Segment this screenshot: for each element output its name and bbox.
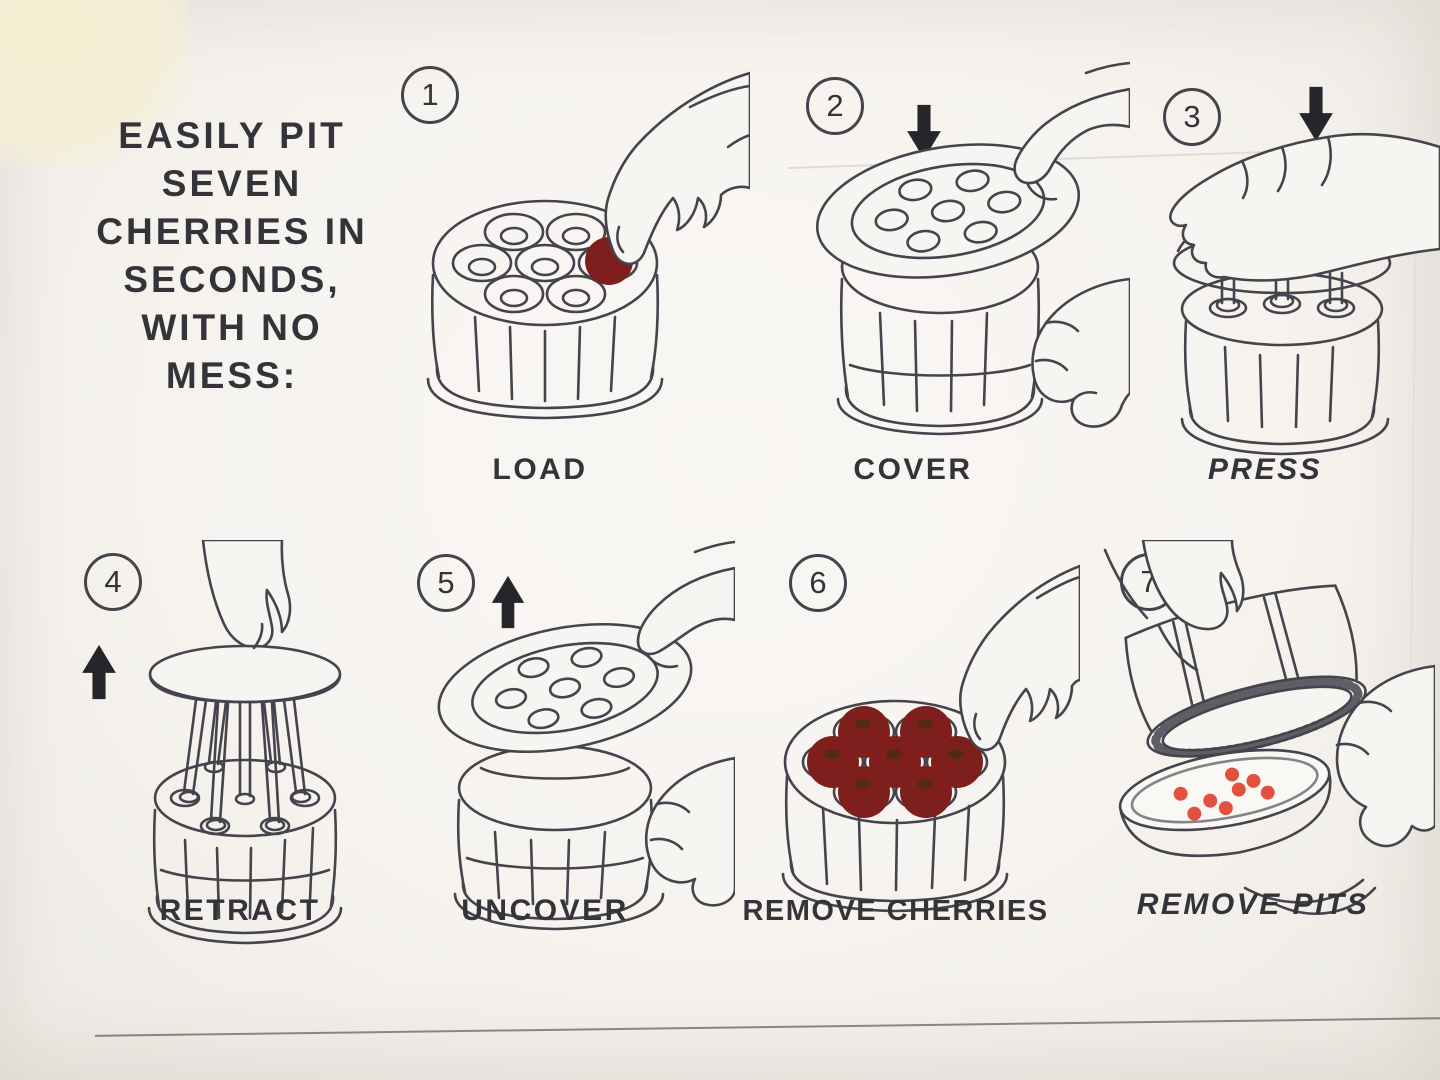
step-number: 2: [826, 88, 844, 123]
step-4: 4: [55, 540, 395, 950]
remove-cherries-illustration: [781, 564, 1080, 913]
down-arrow-icon: [1299, 86, 1333, 142]
step-caption: REMOVE PITS: [1136, 888, 1370, 921]
tagline-line: CHERRIES IN: [96, 211, 368, 252]
step-number-badge: 4: [84, 553, 142, 611]
tagline: EASILY PIT SEVEN CHERRIES IN SECONDS, WI…: [58, 112, 406, 400]
down-arrow-icon: [907, 104, 941, 160]
remove-pits-illustration: [1103, 540, 1435, 916]
hand-graphic: [1141, 540, 1245, 631]
step-caption: LOAD: [492, 453, 588, 486]
step-number: 3: [1183, 99, 1201, 134]
tagline-line: SEVEN: [161, 163, 303, 204]
up-arrow-icon: [82, 644, 116, 700]
cover-lid-graphic: [815, 143, 1081, 279]
step-caption: RETRACT: [159, 894, 321, 927]
step-6: 6: [735, 540, 1080, 950]
press-illustration: [1169, 132, 1440, 456]
tagline-line: EASILY PIT: [118, 115, 346, 156]
step-7: 7: [1085, 540, 1435, 950]
step-caption: REMOVE CHERRIES: [742, 895, 1049, 927]
pits-graphic: [1173, 767, 1275, 821]
step-caption: PRESS: [1207, 453, 1323, 486]
step-number: 6: [809, 565, 827, 600]
step-number-badge: 2: [806, 77, 864, 135]
step-number: 4: [104, 564, 122, 599]
hand-graphic: [636, 566, 735, 656]
retract-illustration: [147, 540, 343, 945]
load-illustration: [426, 71, 750, 420]
plunger-pins-graphic: [148, 674, 342, 832]
tagline-line: WITH NO: [141, 307, 323, 348]
hand-graphic: [959, 564, 1080, 752]
step-number-badge: 5: [417, 554, 475, 612]
hand-graphic: [1031, 277, 1130, 428]
step-3: 3 PRESS: [1130, 55, 1440, 495]
cover-lid-graphic: [437, 622, 693, 754]
uncover-illustration: [437, 540, 735, 931]
hand-graphic: [644, 756, 735, 907]
step-1: 1: [390, 55, 750, 495]
step-2: 2: [780, 55, 1130, 495]
step-caption: COVER: [853, 453, 973, 486]
step-number: 5: [437, 565, 455, 600]
bottom-crease-line: [95, 1017, 1440, 1038]
pitter-device-graphic: [147, 622, 343, 945]
hand-graphic: [1169, 132, 1440, 282]
cherries-graphic: [807, 706, 983, 818]
cover-illustration: [815, 61, 1130, 436]
tagline-line: MESS:: [165, 355, 299, 396]
pitter-cup-graphic: [1124, 584, 1367, 758]
step-caption: UNCOVER: [461, 894, 629, 927]
step-number-badge: 3: [1163, 88, 1221, 146]
hand-graphic: [604, 71, 750, 266]
step-5: 5: [395, 540, 735, 950]
plunger-disc-graphic: [148, 644, 342, 704]
step-number-badge: 1: [401, 66, 459, 124]
pit-tray-graphic: [1118, 748, 1332, 858]
up-arrow-icon: [491, 575, 525, 629]
cream-corner-patch: [0, 0, 190, 166]
hand-graphic: [1013, 87, 1130, 185]
tagline-line: SECONDS,: [123, 259, 341, 300]
step-number-badge: 6: [789, 554, 847, 612]
step-number: 1: [421, 77, 439, 112]
hand-graphic: [201, 540, 292, 650]
